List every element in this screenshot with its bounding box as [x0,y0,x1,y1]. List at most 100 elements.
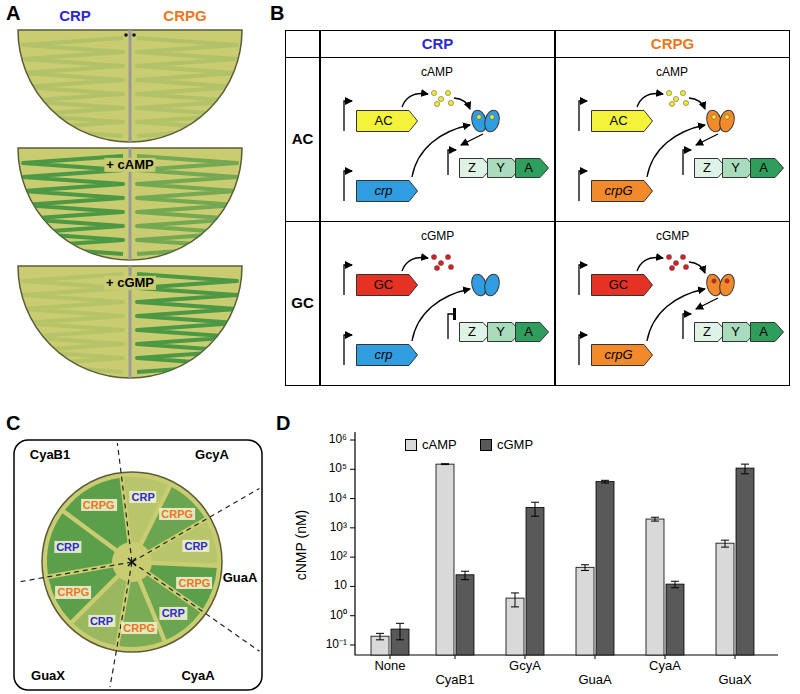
gene-arrow-outline [357,275,418,296]
gene-arrow-outline [592,345,653,366]
agar-plate [18,266,242,378]
axis-tick [595,655,596,659]
gene-arrow: crpG [591,344,653,366]
gene-arrow-outline [357,111,418,132]
enzyme-label: CyaB1 [30,448,70,462]
promoter-arrow [344,265,352,295]
promoter-arrow [579,265,587,295]
lac-promoter [683,150,691,175]
strain-label: CRP [88,614,115,626]
legend-entry: cAMP [405,438,457,452]
plate-box [14,440,262,690]
error-bar [376,633,384,639]
bound-ligand [712,115,717,120]
header-text: CRP [422,36,454,53]
legend-text: cGMP [497,438,533,452]
axis-tick [455,655,456,659]
gene-name: Y [731,161,747,175]
row-header: GC [285,221,320,386]
legend-swatch [405,439,417,451]
cyclic-nucleotide [673,96,678,101]
gene-arrow-outline [751,323,784,342]
strain-label: CRP [54,541,81,553]
gene-name: GC [609,278,636,292]
gene-name: Z [468,161,483,175]
enzyme-label: GuaA [223,571,258,585]
gene-arrow: crp [356,344,418,366]
bar [576,567,594,655]
axis-tick [350,469,355,470]
error-bar [741,464,749,474]
cyclic-nucleotide [434,101,439,106]
axis-tick [350,440,355,441]
cyclic-nucleotide [666,254,671,259]
bacterial-streak [119,581,162,647]
agar-plate [18,30,242,142]
axis-tick [350,527,355,528]
tick-label: 10⁵ [329,463,347,476]
protein-subunit [482,273,501,298]
cyclic-nucleotide [448,264,453,269]
legend-entry: cGMP [480,438,533,452]
promoter-arrow [344,101,352,131]
block-bar [453,308,456,320]
gene-name: Y [496,161,512,175]
error-bar [601,480,609,483]
molecule-label: cAMP [421,66,453,79]
protein-subunit [482,109,501,134]
tick-label: 10 [334,580,347,593]
gene-arrow: crpG [591,180,653,202]
axis-tick [350,615,355,616]
gene-arrow: AC [356,110,418,132]
cyclic-nucleotide [445,90,450,95]
strain-label: CRPG [81,499,117,511]
lac-promoter [683,314,691,339]
tick-label: 10⁰ [330,609,347,622]
error-bar [396,623,404,640]
condition-label: + cAMP [104,158,155,172]
tick-label: 10⁻¹ [326,638,347,651]
axis-tick [350,645,355,646]
category-label: GcyA [509,659,541,673]
promoter-arrow [344,335,352,365]
binding-arrow [689,262,705,273]
strain-label: CRPG [163,8,206,25]
bound-ligand [477,115,482,120]
gene-arrow-outline [592,275,653,296]
gene-arrow: GC [591,274,653,296]
dot [132,33,136,37]
gene-name: A [524,325,540,339]
gene-name: AC [609,114,634,128]
gene-arrow: crp [356,180,418,202]
axis-title: cNMP (nM) [294,510,309,581]
strain-label: CRP [160,607,187,619]
enzyme-label: GcyA [195,448,229,462]
agar-plate [42,472,222,652]
gene-name: GC [374,278,401,292]
lac-promoter [448,150,456,175]
binding-arrow [454,98,470,109]
strain-label: CRP [182,540,209,552]
bacterial-streak [65,478,127,548]
cyclic-nucleotide [669,265,674,270]
binding-arrow [689,98,705,109]
cyclic-nucleotide [438,260,443,265]
gene-arrow-outline [751,159,784,178]
bacterial-streak [23,38,123,136]
header-text: CRPG [651,36,694,53]
error-bar [441,463,449,465]
tick-label: 10³ [330,521,347,534]
gene-name: AC [374,114,399,128]
gene-name: A [759,161,775,175]
gene-arrow-outline [460,159,492,178]
cyclic-nucleotide [445,254,450,259]
axis-tick [350,586,355,587]
gene-name: crp [374,184,399,198]
gene-name: crp [374,348,399,362]
bar [526,507,544,655]
activation-arrow [696,134,718,145]
molecule-label: cGMP [656,230,689,243]
bacterial-streak [49,568,117,621]
column-header: CRPG [555,30,790,58]
